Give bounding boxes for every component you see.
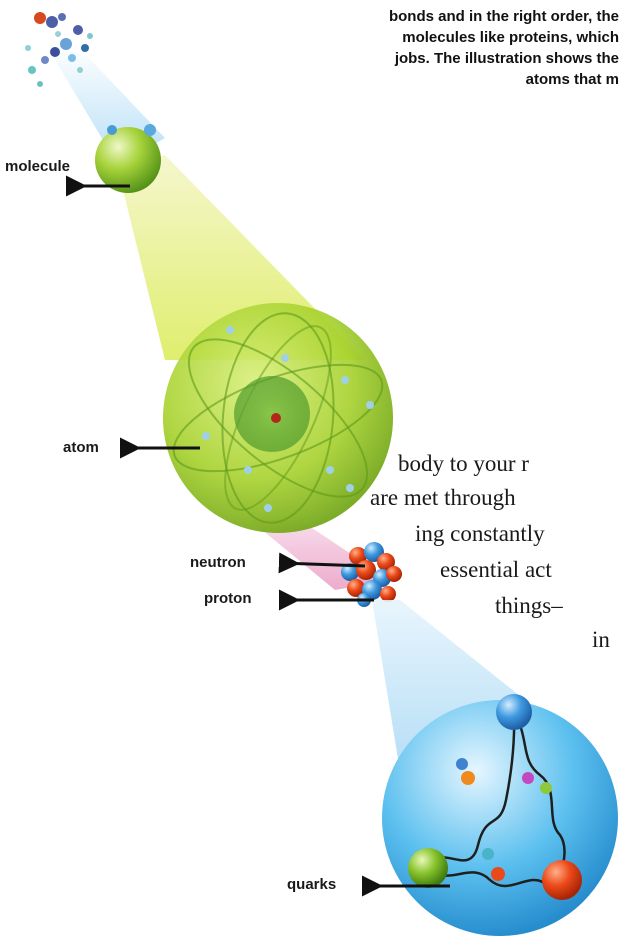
caption-line: atoms that m	[219, 69, 619, 90]
caption-line: jobs. The illustration shows the	[219, 48, 619, 69]
body-text-line: essential act	[440, 554, 552, 586]
quarks-label: quarks	[287, 876, 336, 893]
caption-text: bonds and in the right order, the molecu…	[219, 6, 619, 90]
body-text-line: in	[592, 624, 610, 656]
caption-line: molecules like proteins, which	[219, 27, 619, 48]
body-text-line: ing constantly	[415, 518, 545, 550]
molecule-label: molecule	[5, 158, 70, 175]
neutron-label: neutron	[190, 554, 246, 571]
caption-line: bonds and in the right order, the	[219, 6, 619, 27]
proton-label: proton	[204, 590, 251, 607]
body-text-line: body to your r	[398, 448, 529, 480]
body-text-line: are met through	[370, 482, 516, 514]
body-text: body to your r are met through ing const…	[355, 448, 619, 698]
body-text-line: things–	[495, 590, 563, 622]
atom-label: atom	[63, 439, 99, 456]
